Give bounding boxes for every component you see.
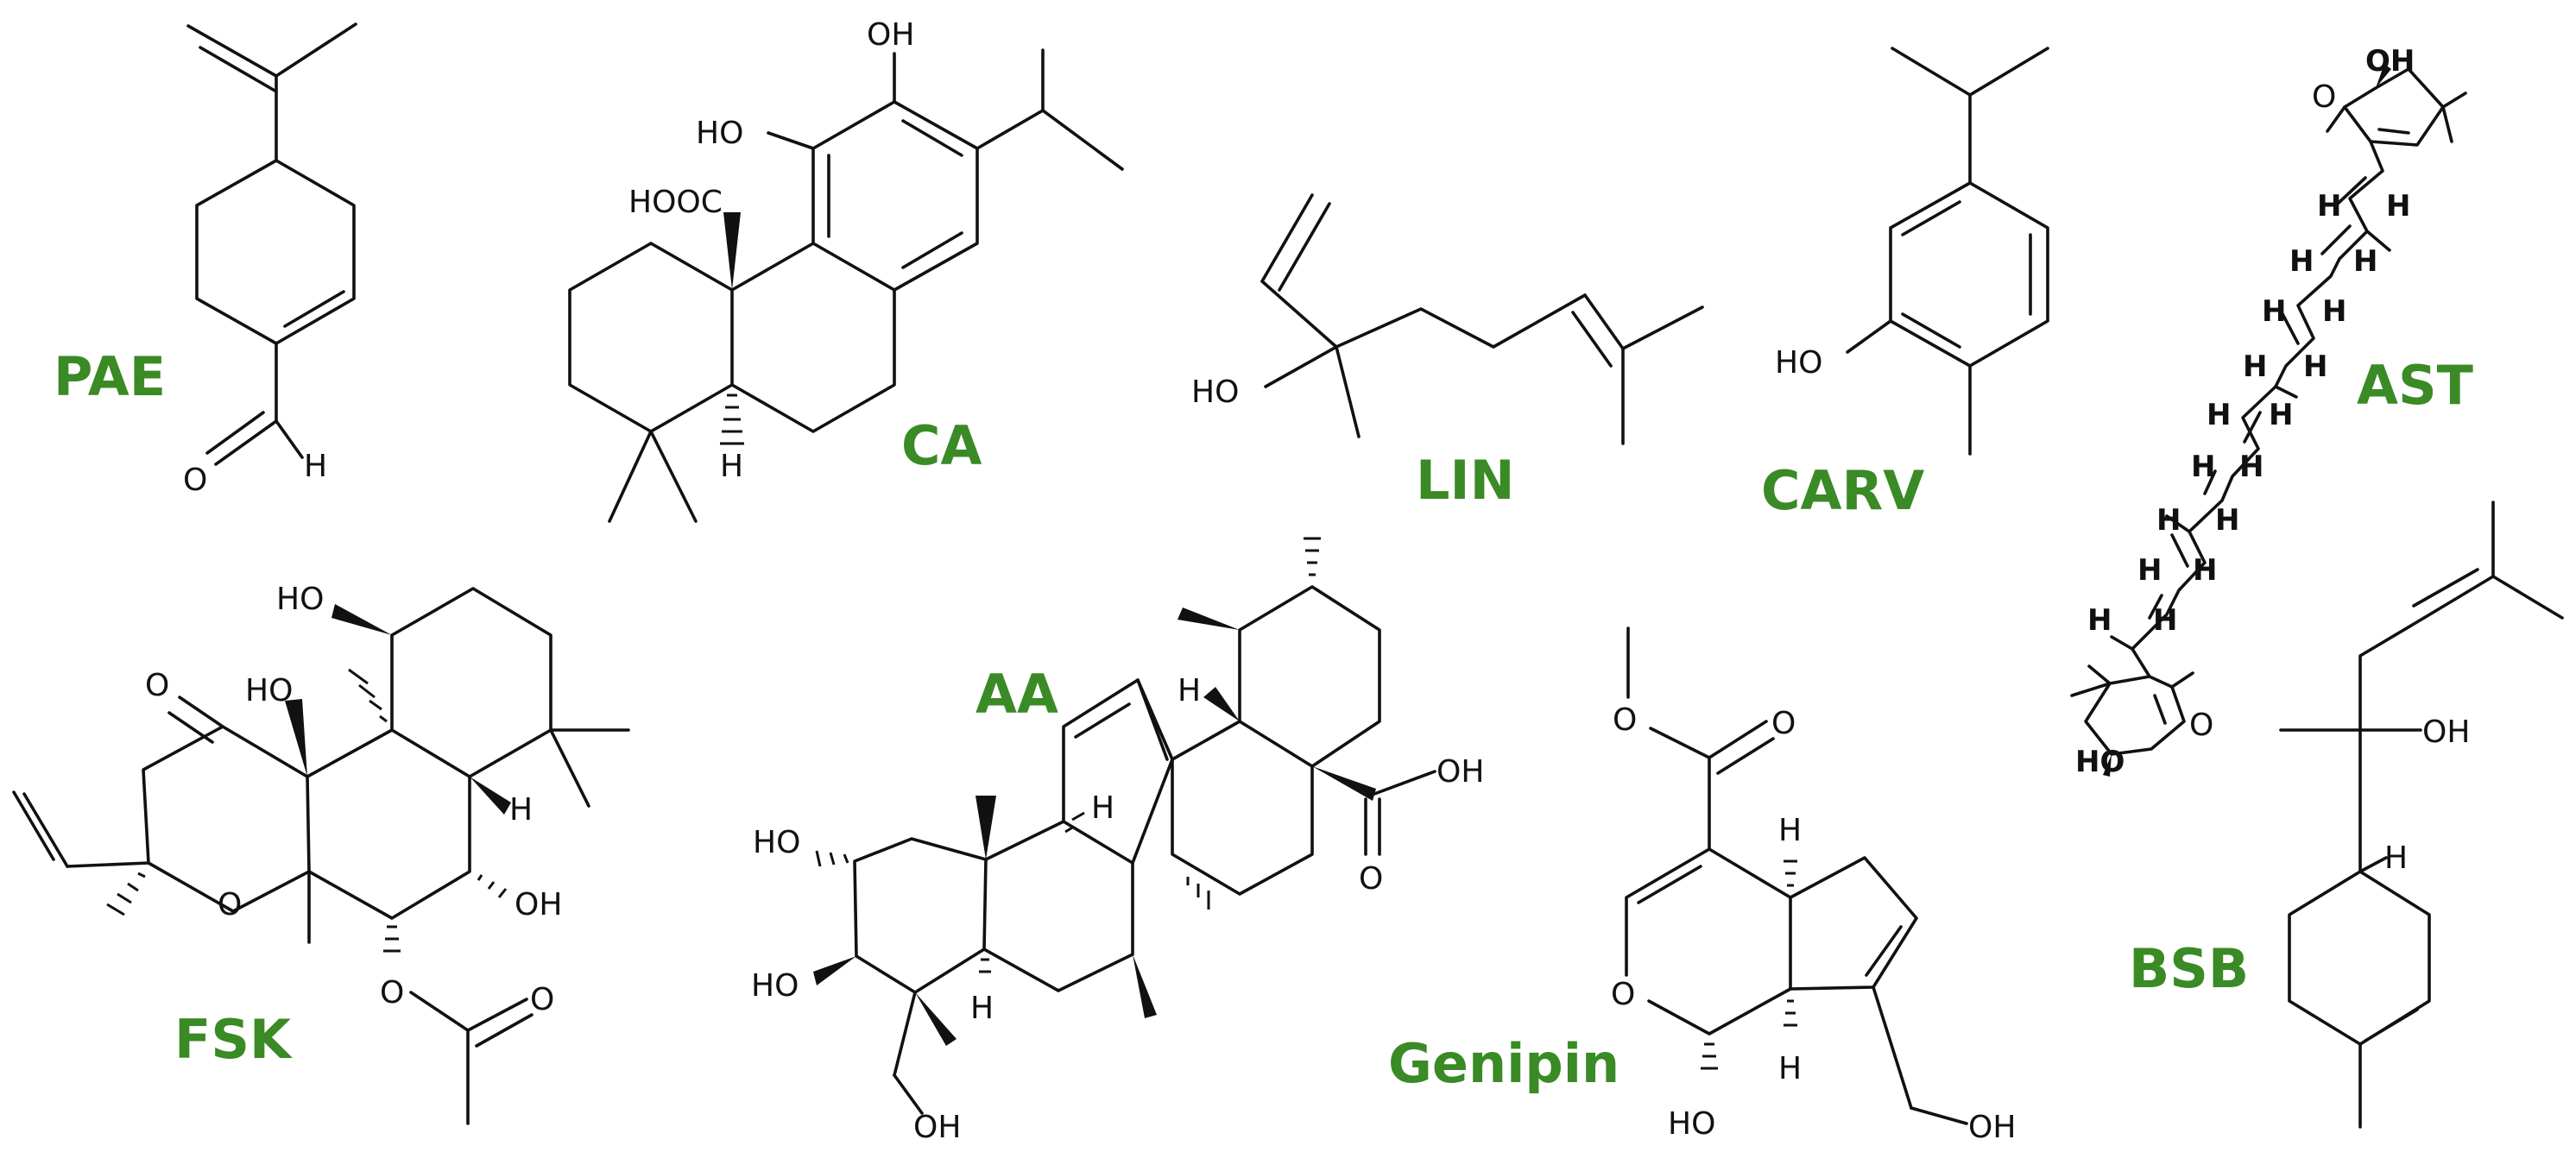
atom-h: H	[2262, 294, 2286, 329]
structure-ast: O OH H H H H H H H H H H H H H H H H H	[2070, 44, 2467, 779]
atom-o-acid: O	[1359, 861, 1383, 897]
atom-o-ring: O	[1611, 977, 1635, 1012]
atom-h: H	[2353, 244, 2377, 279]
structure-genipin: O O O HO OH H H	[1611, 626, 2016, 1145]
atom-h: H	[2087, 603, 2112, 638]
atom-ho: HO	[1191, 375, 1239, 410]
atom-o-top: O	[2312, 79, 2336, 115]
atom-ho: HO	[1775, 345, 1822, 381]
atom-ho-bottom: HO	[2075, 745, 2125, 779]
atom-ho-3: HO	[751, 968, 799, 1004]
label-aa: AA	[975, 663, 1058, 726]
atom-o-ester: O	[380, 975, 404, 1010]
atom-h-5: H	[970, 991, 994, 1026]
atom-oh: OH	[515, 887, 562, 922]
atom-h: H	[720, 449, 743, 484]
atom-h: H	[2239, 450, 2263, 484]
atom-h: H	[2207, 398, 2231, 432]
structure-pae: O H	[183, 22, 357, 498]
atom-h: H	[2215, 503, 2239, 538]
atom-h: H	[2269, 398, 2293, 432]
atom-h: H	[2289, 244, 2314, 279]
atom-h-bottom: H	[1778, 1051, 1802, 1086]
atom-hooc: HOOC	[628, 185, 723, 220]
structure-ca: OH HO HOOC H	[568, 17, 1124, 523]
atom-o: O	[183, 463, 207, 498]
label-carv: CARV	[1761, 459, 1924, 522]
atom-oh-bottom: OH	[913, 1110, 961, 1145]
atom-h: H	[2191, 450, 2215, 484]
atom-oh-acid: OH	[1436, 754, 1484, 790]
label-fsk: FSK	[174, 1008, 293, 1071]
atom-oh-top: OH	[2365, 44, 2415, 79]
atom-ho-2: HO	[753, 825, 800, 860]
atom-ho: HO	[245, 673, 293, 708]
structure-carv: HO	[1775, 47, 2049, 456]
atom-h-18: H	[1178, 673, 1201, 708]
atom-ho: HO	[1668, 1106, 1715, 1142]
structure-lin: HO	[1191, 193, 1704, 445]
atom-h: H	[2386, 189, 2410, 223]
atom-h-top: H	[1778, 813, 1802, 848]
atom-o-ester: O	[1613, 702, 1637, 738]
atom-h: H	[2384, 840, 2408, 876]
label-ast: AST	[2357, 354, 2473, 417]
atom-o-ring: O	[218, 887, 242, 922]
structure-fsk: O O HO HO H	[12, 582, 630, 1125]
atom-o-acetyl: O	[530, 982, 554, 1017]
atom-oh: OH	[2422, 715, 2470, 750]
label-bsb: BSB	[2129, 937, 2249, 1000]
atom-h: H	[2156, 503, 2181, 538]
structure-aa: HO HO OH H H H	[751, 537, 1484, 1145]
atom-ho-top: HO	[276, 582, 324, 617]
atom-oh: OH	[1968, 1110, 2016, 1145]
atom-o-bottom: O	[2189, 708, 2213, 743]
atom-ho: HO	[696, 116, 743, 151]
structure-bsb: OH H	[2279, 501, 2564, 1129]
atom-h: H	[2193, 553, 2217, 588]
atom-h: H	[2317, 189, 2341, 223]
atom-h: H	[2153, 603, 2177, 638]
atom-oh-top: OH	[867, 17, 914, 53]
atom-h: H	[2303, 349, 2327, 384]
atom-h: H	[509, 792, 533, 828]
atom-h: H	[2322, 294, 2346, 329]
atom-h: H	[2243, 349, 2267, 384]
atom-h: H	[304, 449, 327, 484]
label-genipin: Genipin	[1388, 1032, 1619, 1095]
atom-o-ketone: O	[145, 668, 169, 703]
atom-o-carbonyl: O	[1771, 706, 1796, 741]
atom-h-9: H	[1091, 790, 1114, 826]
label-lin: LIN	[1416, 449, 1514, 512]
label-ca: CA	[901, 414, 982, 477]
label-pae: PAE	[54, 345, 166, 408]
atom-h: H	[2137, 553, 2162, 588]
